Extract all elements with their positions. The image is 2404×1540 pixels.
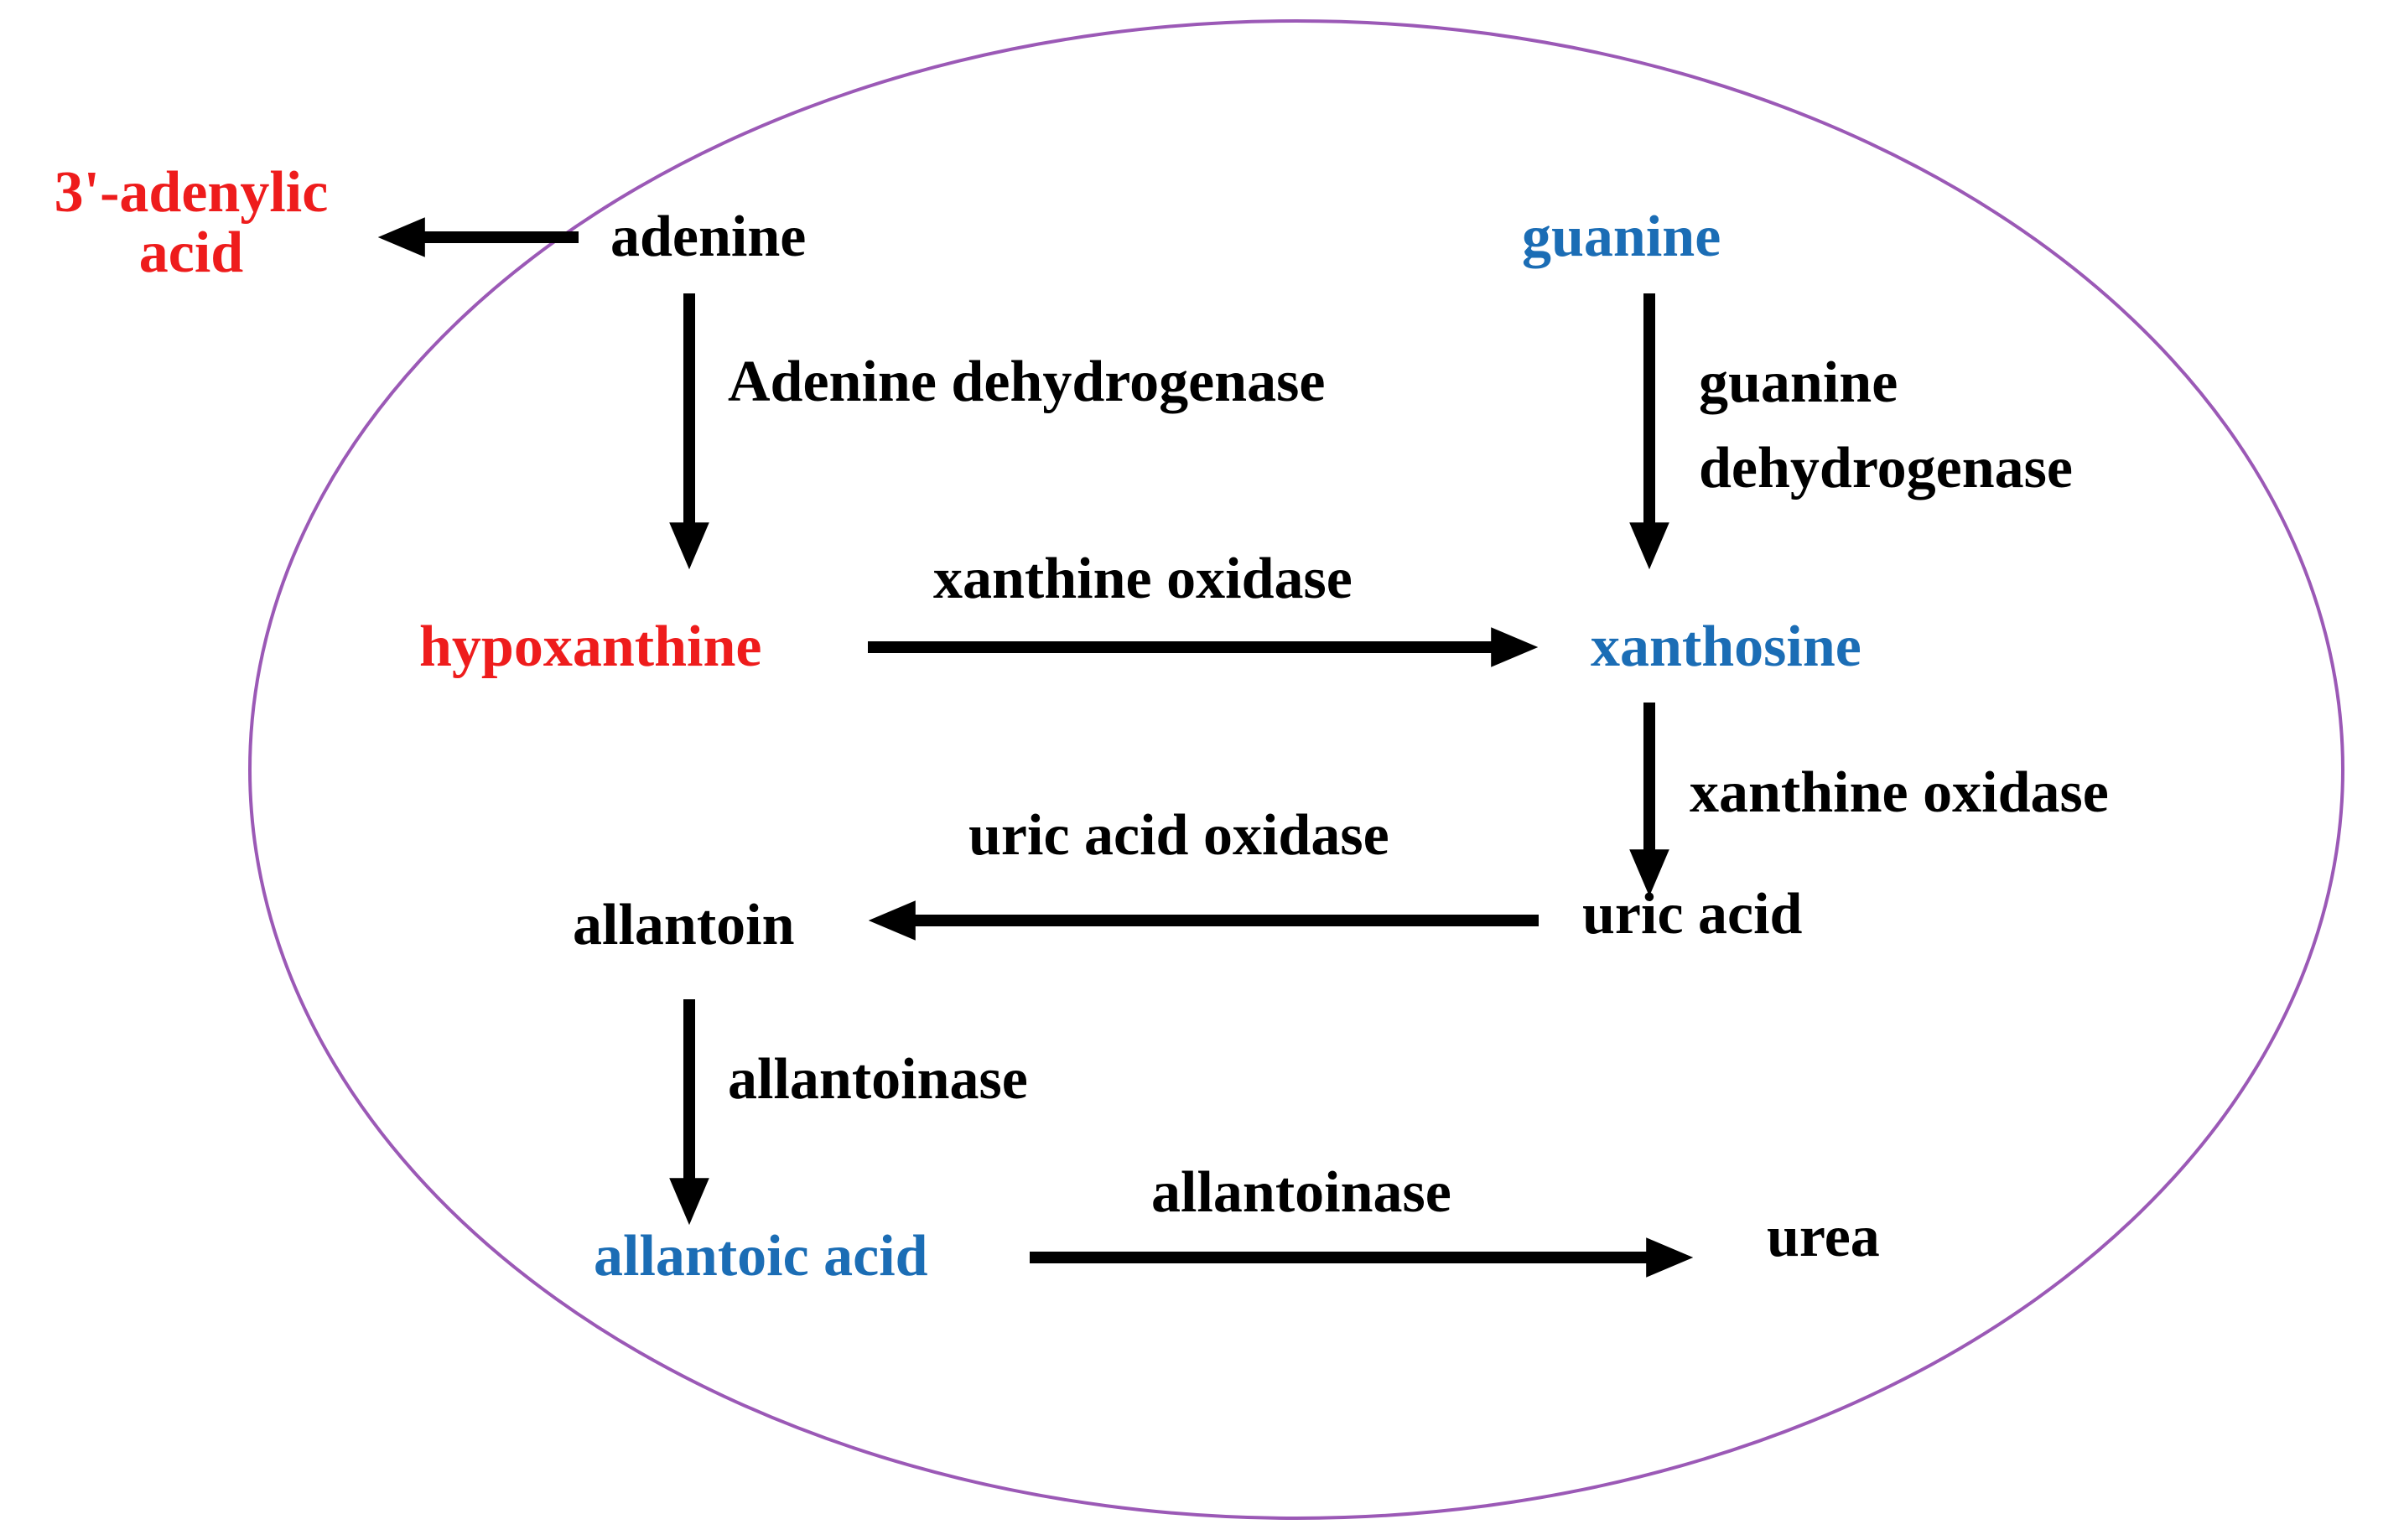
- cell-boundary-ellipse: [248, 19, 2344, 1520]
- compound-3-adenylic-acid: 3'-adenylic acid: [23, 163, 359, 283]
- enzyme-allantoinase-horizontal: allantoinase: [1151, 1160, 1451, 1225]
- enzyme-guanine-dehydrogenase-line2: dehydrogenase: [1699, 435, 2073, 500]
- compound-adenine: adenine: [610, 205, 807, 269]
- enzyme-allantoinase-vertical: allantoinase: [728, 1047, 1028, 1112]
- compound-3-adenylic-acid-line2: acid: [138, 220, 244, 285]
- compound-allantoin: allantoin: [573, 893, 795, 957]
- enzyme-xanthine-oxidase-right: xanthine oxidase: [1690, 760, 2109, 825]
- compound-uric-acid: uric acid: [1582, 882, 1803, 946]
- compound-xanthosine: xanthosine: [1591, 614, 1861, 679]
- enzyme-guanine-dehydrogenase-line1: guanine: [1699, 350, 1898, 415]
- compound-hypoxanthine: hypoxanthine: [419, 614, 762, 679]
- enzyme-uric-acid-oxidase: uric acid oxidase: [968, 803, 1389, 868]
- compound-guanine: guanine: [1522, 205, 1721, 269]
- enzyme-xanthine-oxidase-top: xanthine oxidase: [933, 547, 1353, 611]
- compound-urea: urea: [1767, 1205, 1880, 1269]
- enzyme-adenine-dehydrogenase: Adenine dehydrogenase: [728, 350, 1326, 414]
- enzyme-guanine-dehydrogenase: guanine dehydrogenase: [1699, 340, 2073, 511]
- compound-3-adenylic-acid-line1: 3'-adenylic: [54, 160, 329, 225]
- compound-allantoic-acid: allantoic acid: [594, 1224, 928, 1289]
